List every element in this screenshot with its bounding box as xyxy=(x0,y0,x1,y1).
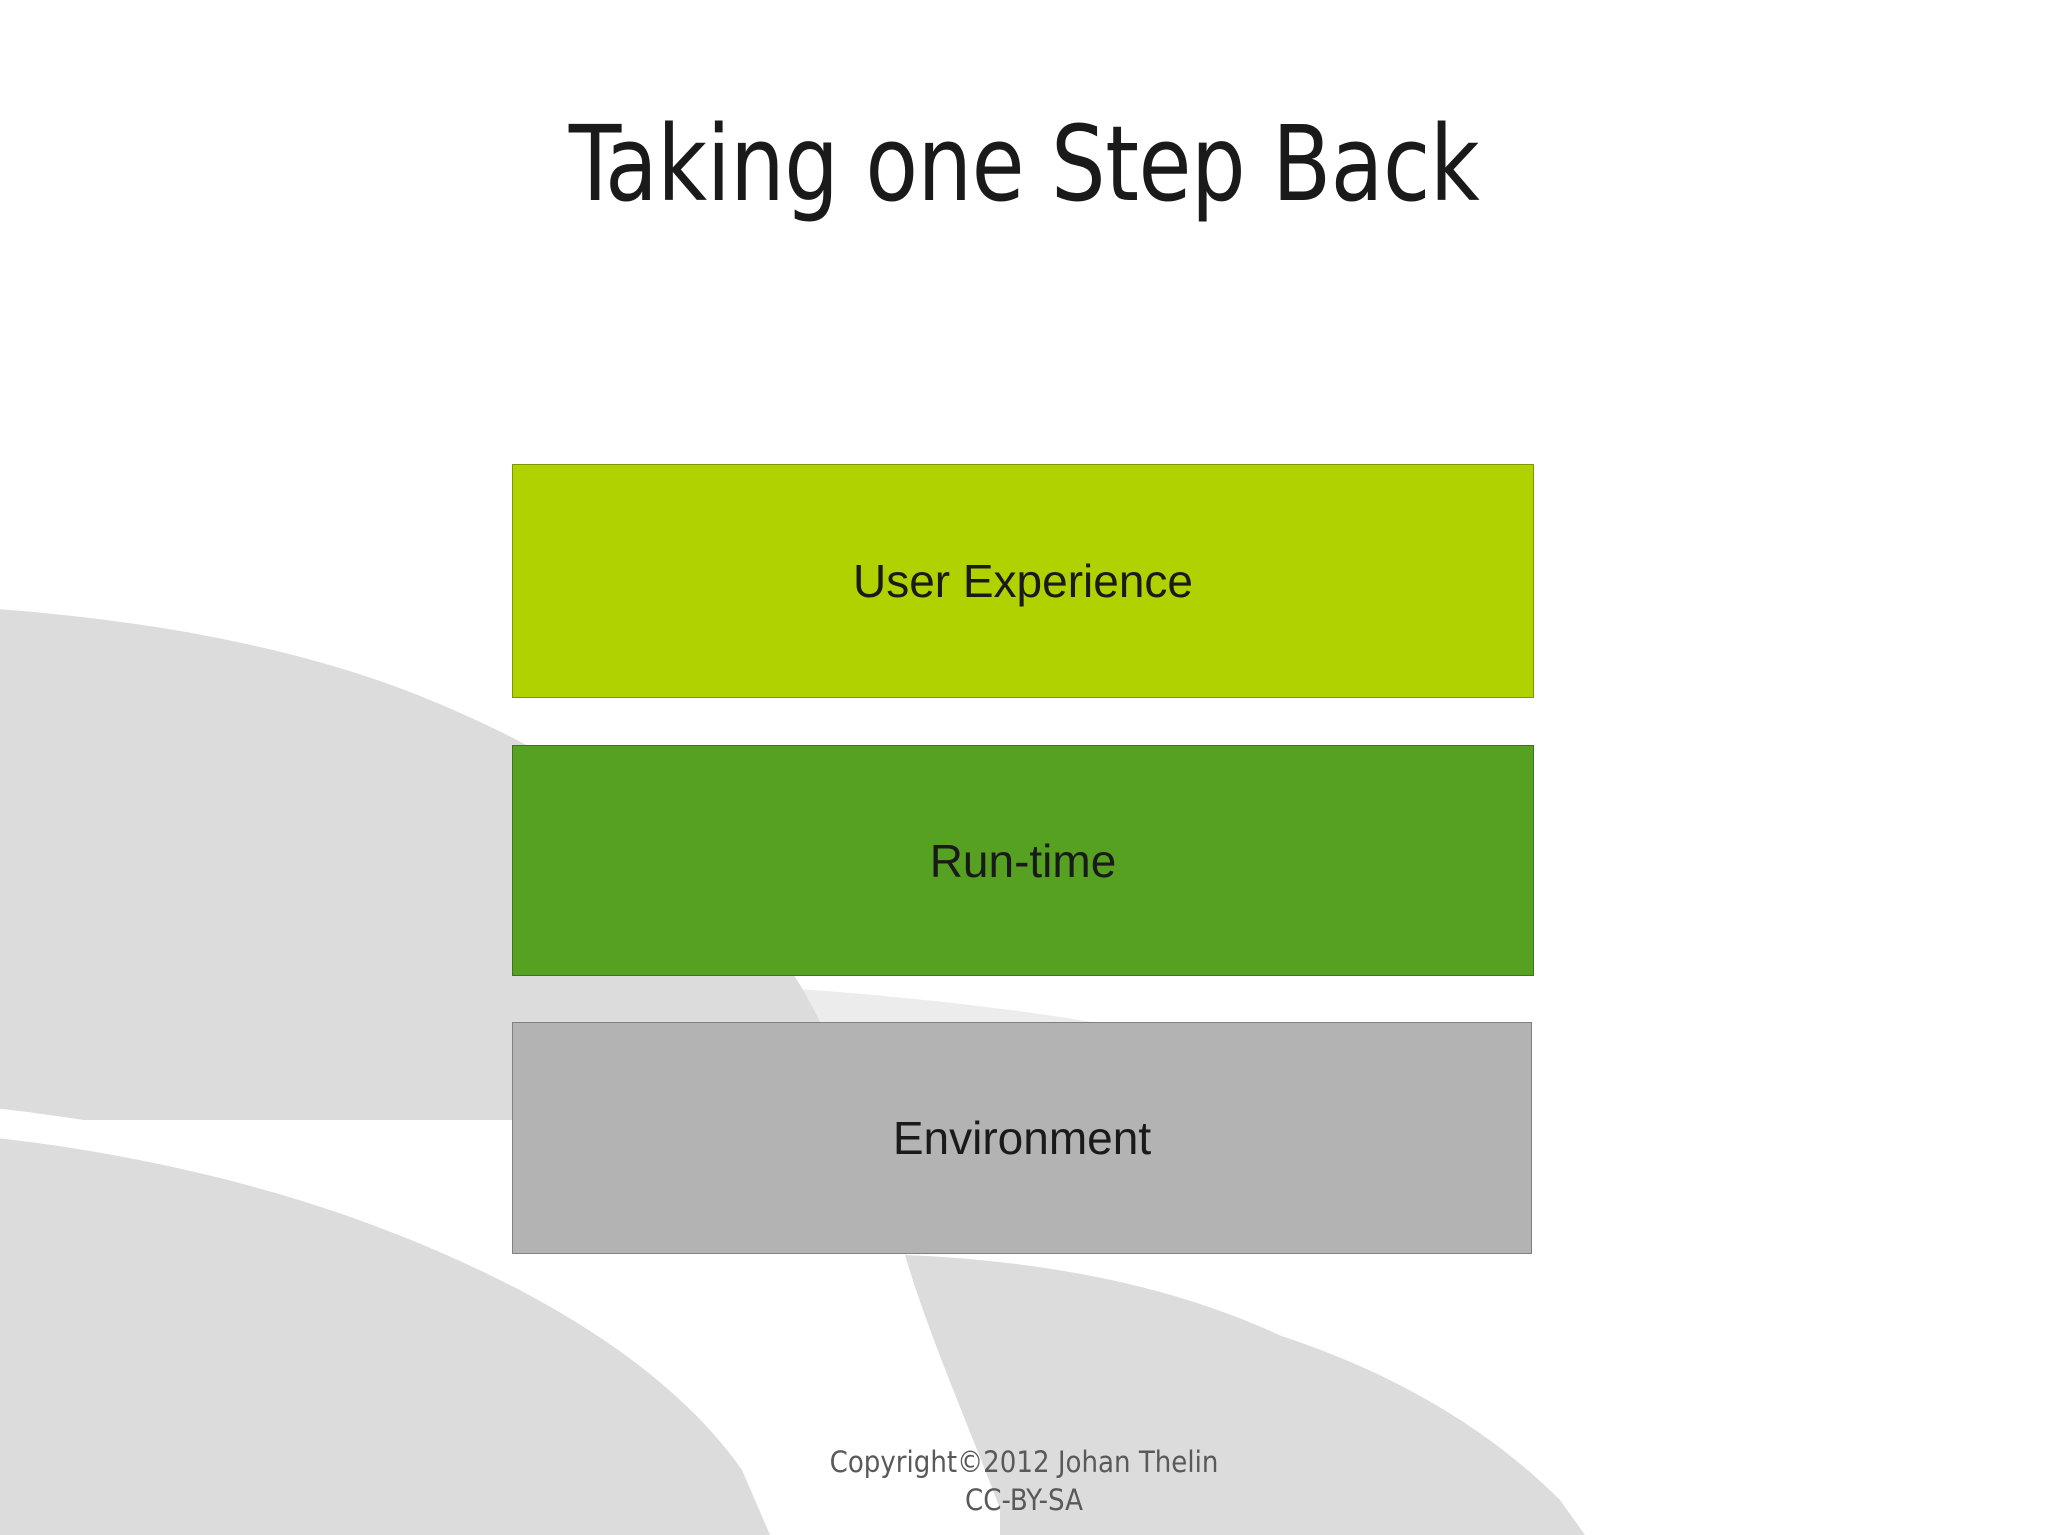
layer-box-run-time[interactable]: Run-time xyxy=(512,745,1534,976)
layer-box-environment[interactable]: Environment xyxy=(512,1022,1532,1254)
layer-box-user-experience[interactable]: User Experience xyxy=(512,464,1534,698)
layer-label-environment: Environment xyxy=(892,1112,1152,1164)
layer-label-user-experience: User Experience xyxy=(852,555,1194,607)
footer-copyright: Copyright©2012 Johan Thelin xyxy=(829,1445,1219,1479)
slide-footer: Copyright©2012 Johan Thelin CC-BY-SA xyxy=(0,1443,2048,1520)
layer-label-run-time: Run-time xyxy=(929,834,1117,887)
footer-license: CC-BY-SA xyxy=(965,1483,1083,1518)
page-title: Taking one Step Back xyxy=(568,103,1480,225)
